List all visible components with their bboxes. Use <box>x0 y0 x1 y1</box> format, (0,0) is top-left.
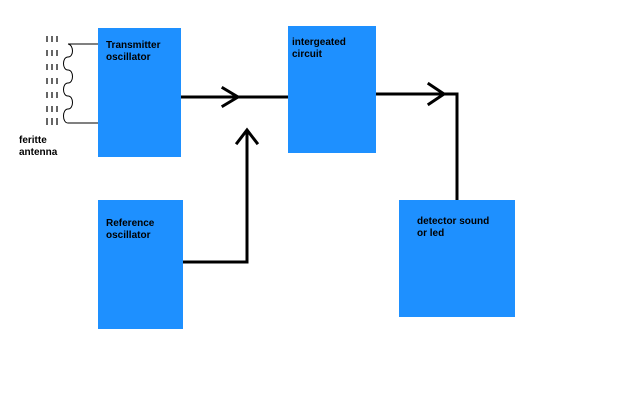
detector-label: detector sound or led <box>417 216 490 239</box>
reference-oscillator-block <box>98 200 183 329</box>
reference-to-junction-wire <box>181 129 249 264</box>
arrow-right-icon <box>220 85 241 109</box>
arrow-up-icon <box>234 127 260 146</box>
antenna-coil-icon <box>46 36 98 125</box>
integrated-to-detector-wire <box>374 92 459 202</box>
reference-oscillator-label: Reference oscillator <box>106 218 155 241</box>
transmitter-oscillator-label: Transmitter oscillator <box>106 40 161 63</box>
arrow-right-icon <box>426 81 447 107</box>
detector-block <box>399 200 515 317</box>
antenna-label: feritte antenna <box>19 135 58 158</box>
integrated-circuit-block <box>288 26 376 153</box>
transmitter-oscillator-block <box>98 28 181 157</box>
integrated-circuit-label: intergeated circuit <box>292 37 346 60</box>
